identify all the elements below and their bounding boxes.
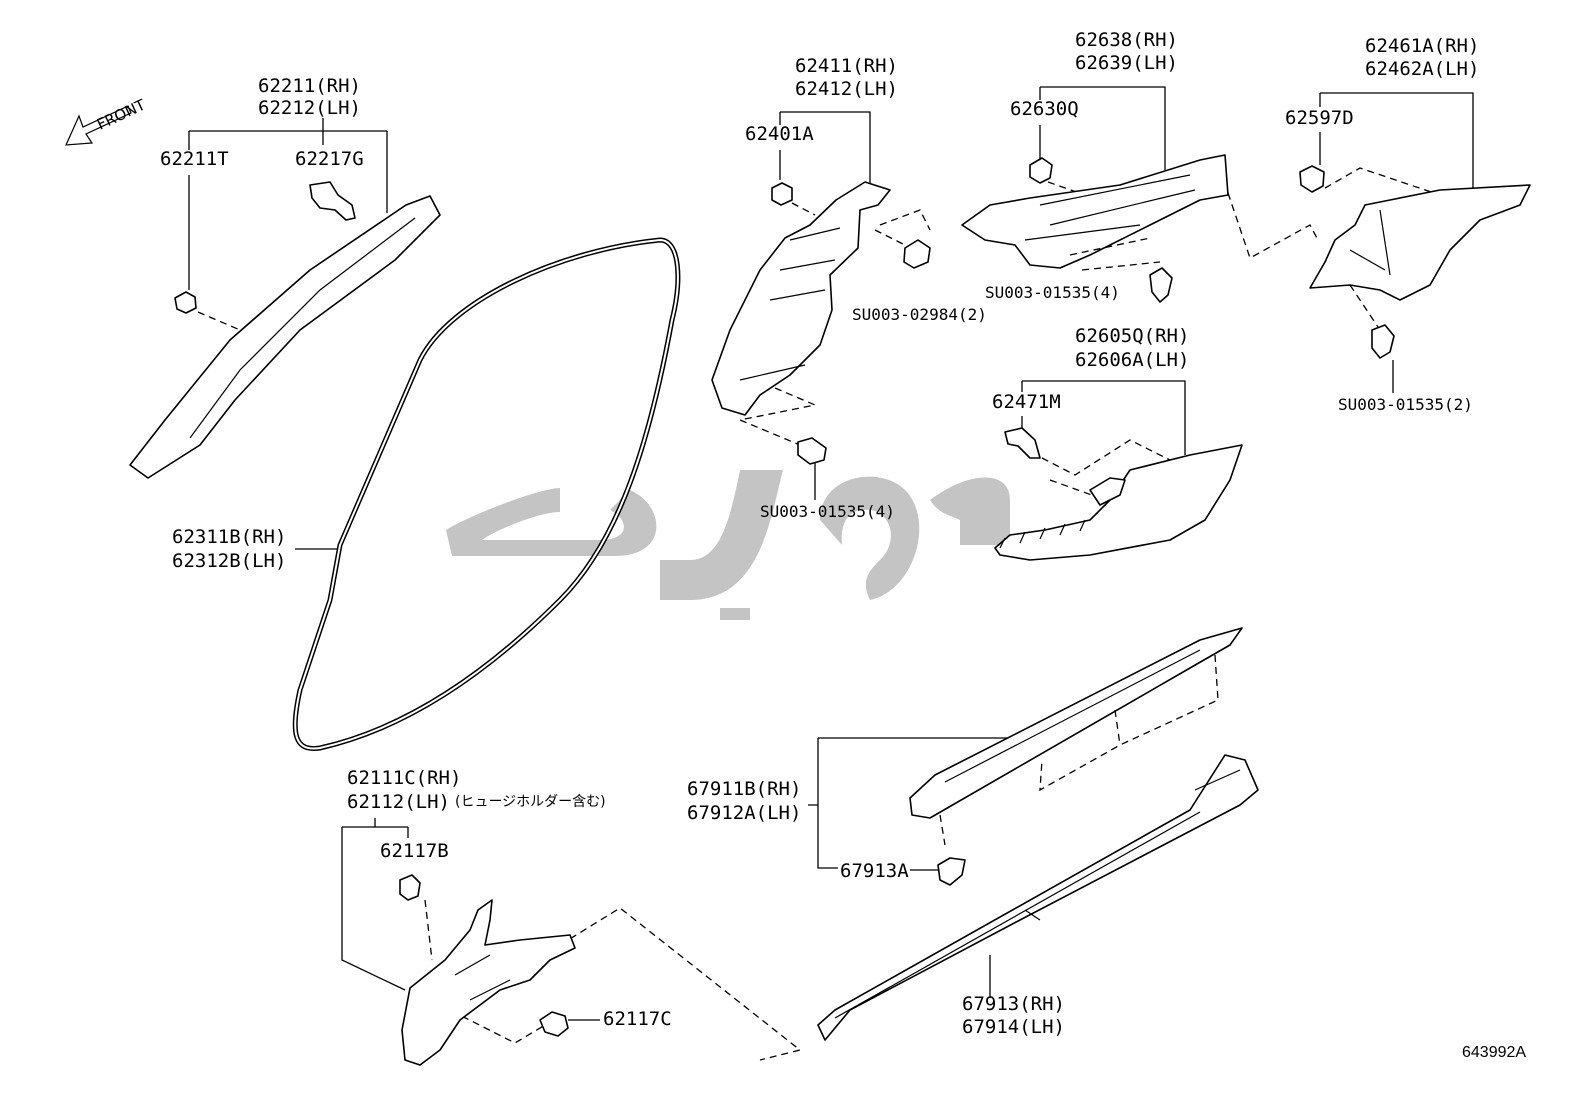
rear-pillar-upper-garnish [961, 154, 1229, 269]
clip-62211t [174, 291, 197, 314]
clip-62597d [1299, 165, 1325, 193]
clip-su003-01535-b [1149, 267, 1173, 303]
label-62112-lh: 62112(LH) [347, 791, 450, 813]
door-weatherstrip [292, 237, 681, 752]
label-62312b-lh: 62312B(LH) [172, 550, 286, 572]
group-67911b: 67911B(RH) 67912A(LH) 67913A [687, 627, 1243, 886]
group-62638: 62638(RH) 62639(LH) 62630Q SU003-01535(4… [961, 29, 1229, 303]
label-62471m: 62471M [992, 391, 1061, 413]
clip-62630q [1029, 157, 1053, 184]
label-67912a-lh: 67912A(LH) [687, 802, 801, 824]
clip-62117c [539, 1011, 569, 1037]
label-62401a: 62401A [745, 123, 814, 145]
label-62117b: 62117B [380, 840, 449, 862]
group-67913: 67913(RH) 67914(LH) [817, 754, 1259, 1041]
label-su003-01535-2: SU003-01535(2) [1338, 395, 1473, 414]
center-pillar-upper-garnish [711, 181, 891, 416]
label-62211-rh: 62211(RH) [258, 75, 361, 97]
watermark-logo [446, 470, 1010, 620]
front-arrow-icon [65, 105, 132, 146]
label-67913-rh: 67913(RH) [962, 993, 1065, 1015]
front-door-scuff-plate-upper [909, 627, 1243, 819]
clip-62401a [771, 182, 793, 206]
group-62211: 62211(RH) 62212(LH) 62211T 62217G [129, 75, 441, 479]
label-62638-rh: 62638(RH) [1075, 29, 1178, 51]
label-62597d: 62597D [1285, 107, 1354, 129]
label-su003-01535-4b: SU003-01535(4) [985, 283, 1120, 302]
clip-67913a [937, 857, 966, 886]
front-door-scuff-plate-lower [817, 754, 1259, 1041]
label-67913a: 67913A [840, 860, 909, 882]
clip-su003-02984 [903, 239, 931, 269]
clip-su003-01535-c [1371, 324, 1395, 359]
cowl-side-trim [401, 899, 576, 1066]
label-62117c: 62117C [603, 1008, 672, 1030]
diagram-reference-number: 643992A [1462, 1044, 1526, 1061]
rear-door-scuff-plate [994, 444, 1243, 561]
label-62212-lh: 62212(LH) [258, 97, 361, 119]
clip-62217g [309, 181, 356, 221]
label-su003-02984: SU003-02984(2) [852, 305, 987, 324]
group-62605q: 62605Q(RH) 62606A(LH) 62471M [992, 325, 1243, 561]
label-62111c-rh: 62111C(RH) [347, 767, 461, 789]
label-62311b-rh: 62311B(RH) [172, 526, 286, 548]
group-62111c: 62111C(RH) 62112(LH) (ヒュージホルダー含む) 62117B… [341, 767, 802, 1066]
label-62605q-rh: 62605Q(RH) [1075, 325, 1189, 347]
group-62461a: 62461A(RH) 62462A(LH) 62597D SU003-01535… [1227, 35, 1531, 414]
rear-pillar-lower-garnish [1309, 184, 1531, 301]
group-62311b: 62311B(RH) 62312B(LH) [172, 237, 681, 752]
label-62217g: 62217G [295, 148, 364, 170]
clip-62471m [1004, 427, 1041, 459]
label-62462a-lh: 62462A(LH) [1365, 58, 1479, 80]
clip-62117b [399, 874, 421, 901]
front-label: FRONT [94, 95, 149, 133]
label-67914-lh: 67914(LH) [962, 1016, 1065, 1038]
label-62630q: 62630Q [1010, 98, 1079, 120]
label-62639-lh: 62639(LH) [1075, 52, 1178, 74]
label-62411-rh: 62411(RH) [795, 55, 898, 77]
group-62411: 62411(RH) 62412(LH) 62401A SU003-02984(2… [711, 55, 987, 521]
label-67911b-rh: 67911B(RH) [687, 778, 801, 800]
label-62211t: 62211T [160, 148, 229, 170]
clip-su003-01535-a [797, 437, 827, 465]
a-pillar-garnish [129, 195, 441, 479]
label-62606a-lh: 62606A(LH) [1075, 349, 1189, 371]
label-62412-lh: 62412(LH) [795, 78, 898, 100]
label-62112-note: (ヒュージホルダー含む) [455, 794, 606, 810]
label-62461a-rh: 62461A(RH) [1365, 35, 1479, 57]
label-su003-01535-4a: SU003-01535(4) [760, 502, 895, 521]
